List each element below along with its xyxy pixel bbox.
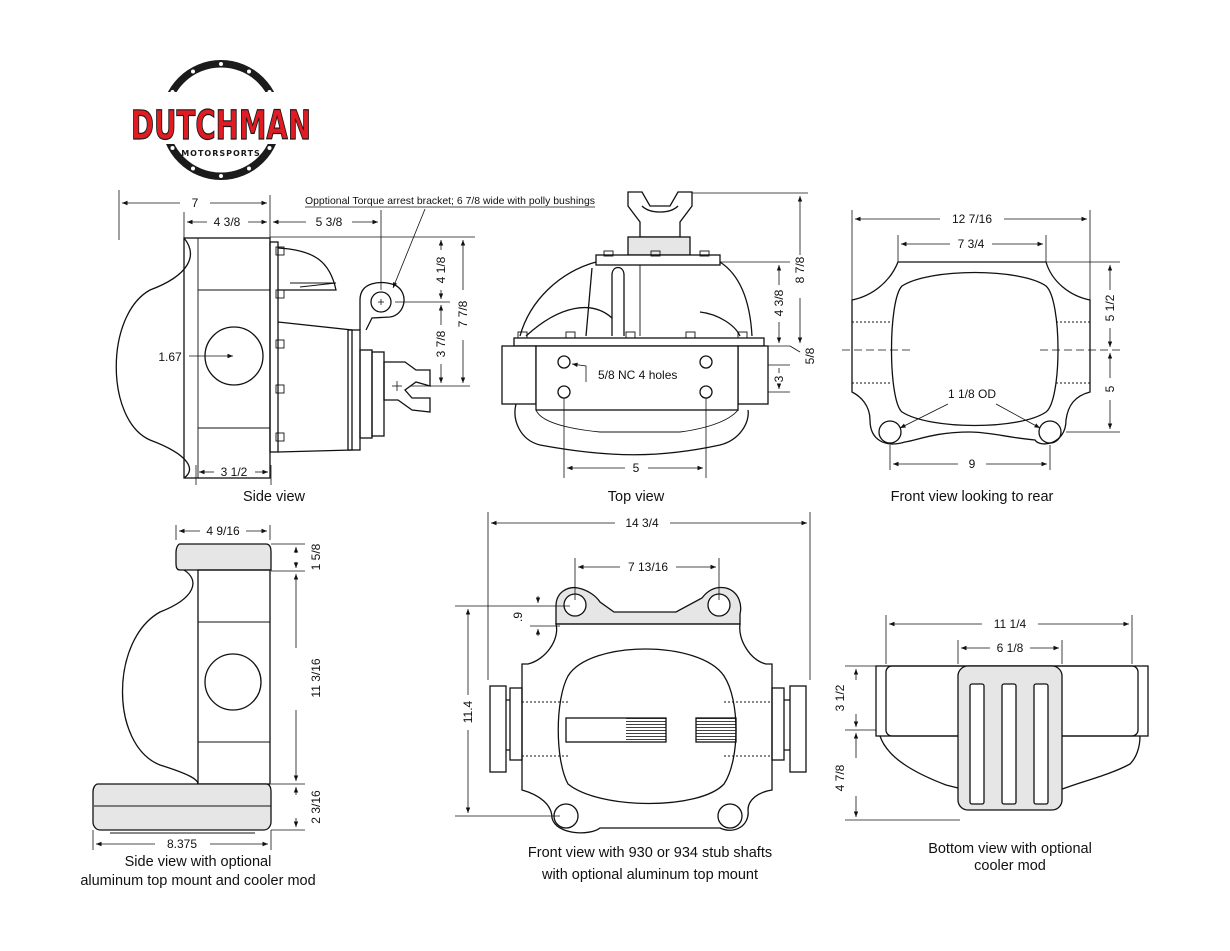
dim-bottom-h1: 3 1/2	[833, 684, 847, 711]
dim-side-mod-bot: 2 3/16	[309, 790, 323, 824]
dim-top-base: 5	[633, 461, 640, 475]
dim-top-holes: 5/8 NC 4 holes	[598, 368, 677, 382]
dim-front-w1: 12 7/16	[952, 212, 992, 226]
dim-side-dia: 1.67	[158, 350, 182, 364]
bottom-view: 11 1/4 6 1/8 3 1/2 4 7/8 Bottom view wit…	[833, 615, 1149, 874]
caption-side-mod-2: aluminum top mount and cooler mod	[80, 873, 315, 889]
dim-side-mod-w: 4 9/16	[206, 524, 240, 538]
side-mod-view: 4 9/16 1 5/8 11 3/16 2 3/16 8.375 Side v…	[80, 524, 323, 889]
dim-side-mod-top: 1 5/8	[309, 543, 323, 570]
dim-front-h1: 5 1/2	[1103, 294, 1117, 321]
dim-side-b: 5 3/8	[316, 215, 343, 229]
dim-front-mod-h: 11.4	[461, 700, 475, 723]
logo-sub: MOTORSPORTS	[181, 149, 261, 158]
dim-side-a: 4 3/8	[214, 215, 241, 229]
dim-side-mod-base: 8.375	[167, 837, 197, 851]
dim-bottom-h2: 4 7/8	[833, 764, 847, 791]
caption-front-mod-1: Front view with 930 or 934 stub shafts	[528, 845, 772, 861]
caption-top-view: Top view	[608, 489, 665, 505]
caption-front-view: Front view looking to rear	[891, 489, 1054, 505]
caption-side-view: Side view	[243, 489, 306, 505]
dim-top-h2: 4 3/8	[772, 289, 786, 316]
dim-top-h4: 5/8	[803, 347, 817, 364]
side-view: 7 4 3/8 5 3/8 4 1/8 3 7/8 7 7/8 1.67 3 1…	[115, 190, 595, 505]
top-view: 8 7/8 4 3/8 3 5/8 5/8 NC 4 holes 5 Top v…	[501, 191, 817, 505]
dim-front-mod-holes: 7 13/16	[628, 560, 668, 574]
caption-bottom-1: Bottom view with optional	[928, 841, 1092, 857]
dim-side-base: 3 1/2	[221, 465, 248, 479]
caption-side-mod-1: Side view with optional	[125, 854, 272, 870]
caption-bottom-2: cooler mod	[974, 858, 1046, 874]
dim-front-h2: 5	[1103, 385, 1117, 392]
dim-front-w3: 9	[969, 457, 976, 471]
dim-side-e: 7 7/8	[456, 300, 470, 327]
dim-side-overall: 7	[192, 196, 199, 210]
dim-top-h1: 8 7/8	[793, 256, 807, 283]
dim-side-d: 3 7/8	[434, 330, 448, 357]
dim-bottom-w1: 11 1/4	[994, 617, 1027, 631]
dim-front-w2: 7 3/4	[958, 237, 985, 251]
front-mod-view: 14 3/4 7 13/16 11.4 .9 Front view with 9…	[455, 512, 811, 883]
dim-side-c: 4 1/8	[434, 256, 448, 283]
logo-brand: DUTCHMAN	[131, 103, 311, 149]
dim-side-mod-mid: 11 3/16	[309, 658, 323, 697]
dutchman-logo: DUTCHMAN MOTORSPORTS	[128, 60, 314, 180]
front-view: 12 7/16 7 3/4 5 1/2 5 1 1/8 OD 9 Front v…	[842, 210, 1120, 505]
dim-front-mod-w: 14 3/4	[625, 516, 659, 530]
dim-bottom-w2: 6 1/8	[997, 641, 1024, 655]
caption-front-mod-2: with optional aluminum top mount	[541, 867, 758, 883]
dim-top-h3: 3	[772, 375, 786, 382]
dim-front-od: 1 1/8 OD	[948, 387, 996, 401]
dim-front-mod-small: .9	[511, 612, 525, 622]
torque-bracket-note: Opptional Torque arrest bracket; 6 7/8 w…	[305, 195, 595, 207]
